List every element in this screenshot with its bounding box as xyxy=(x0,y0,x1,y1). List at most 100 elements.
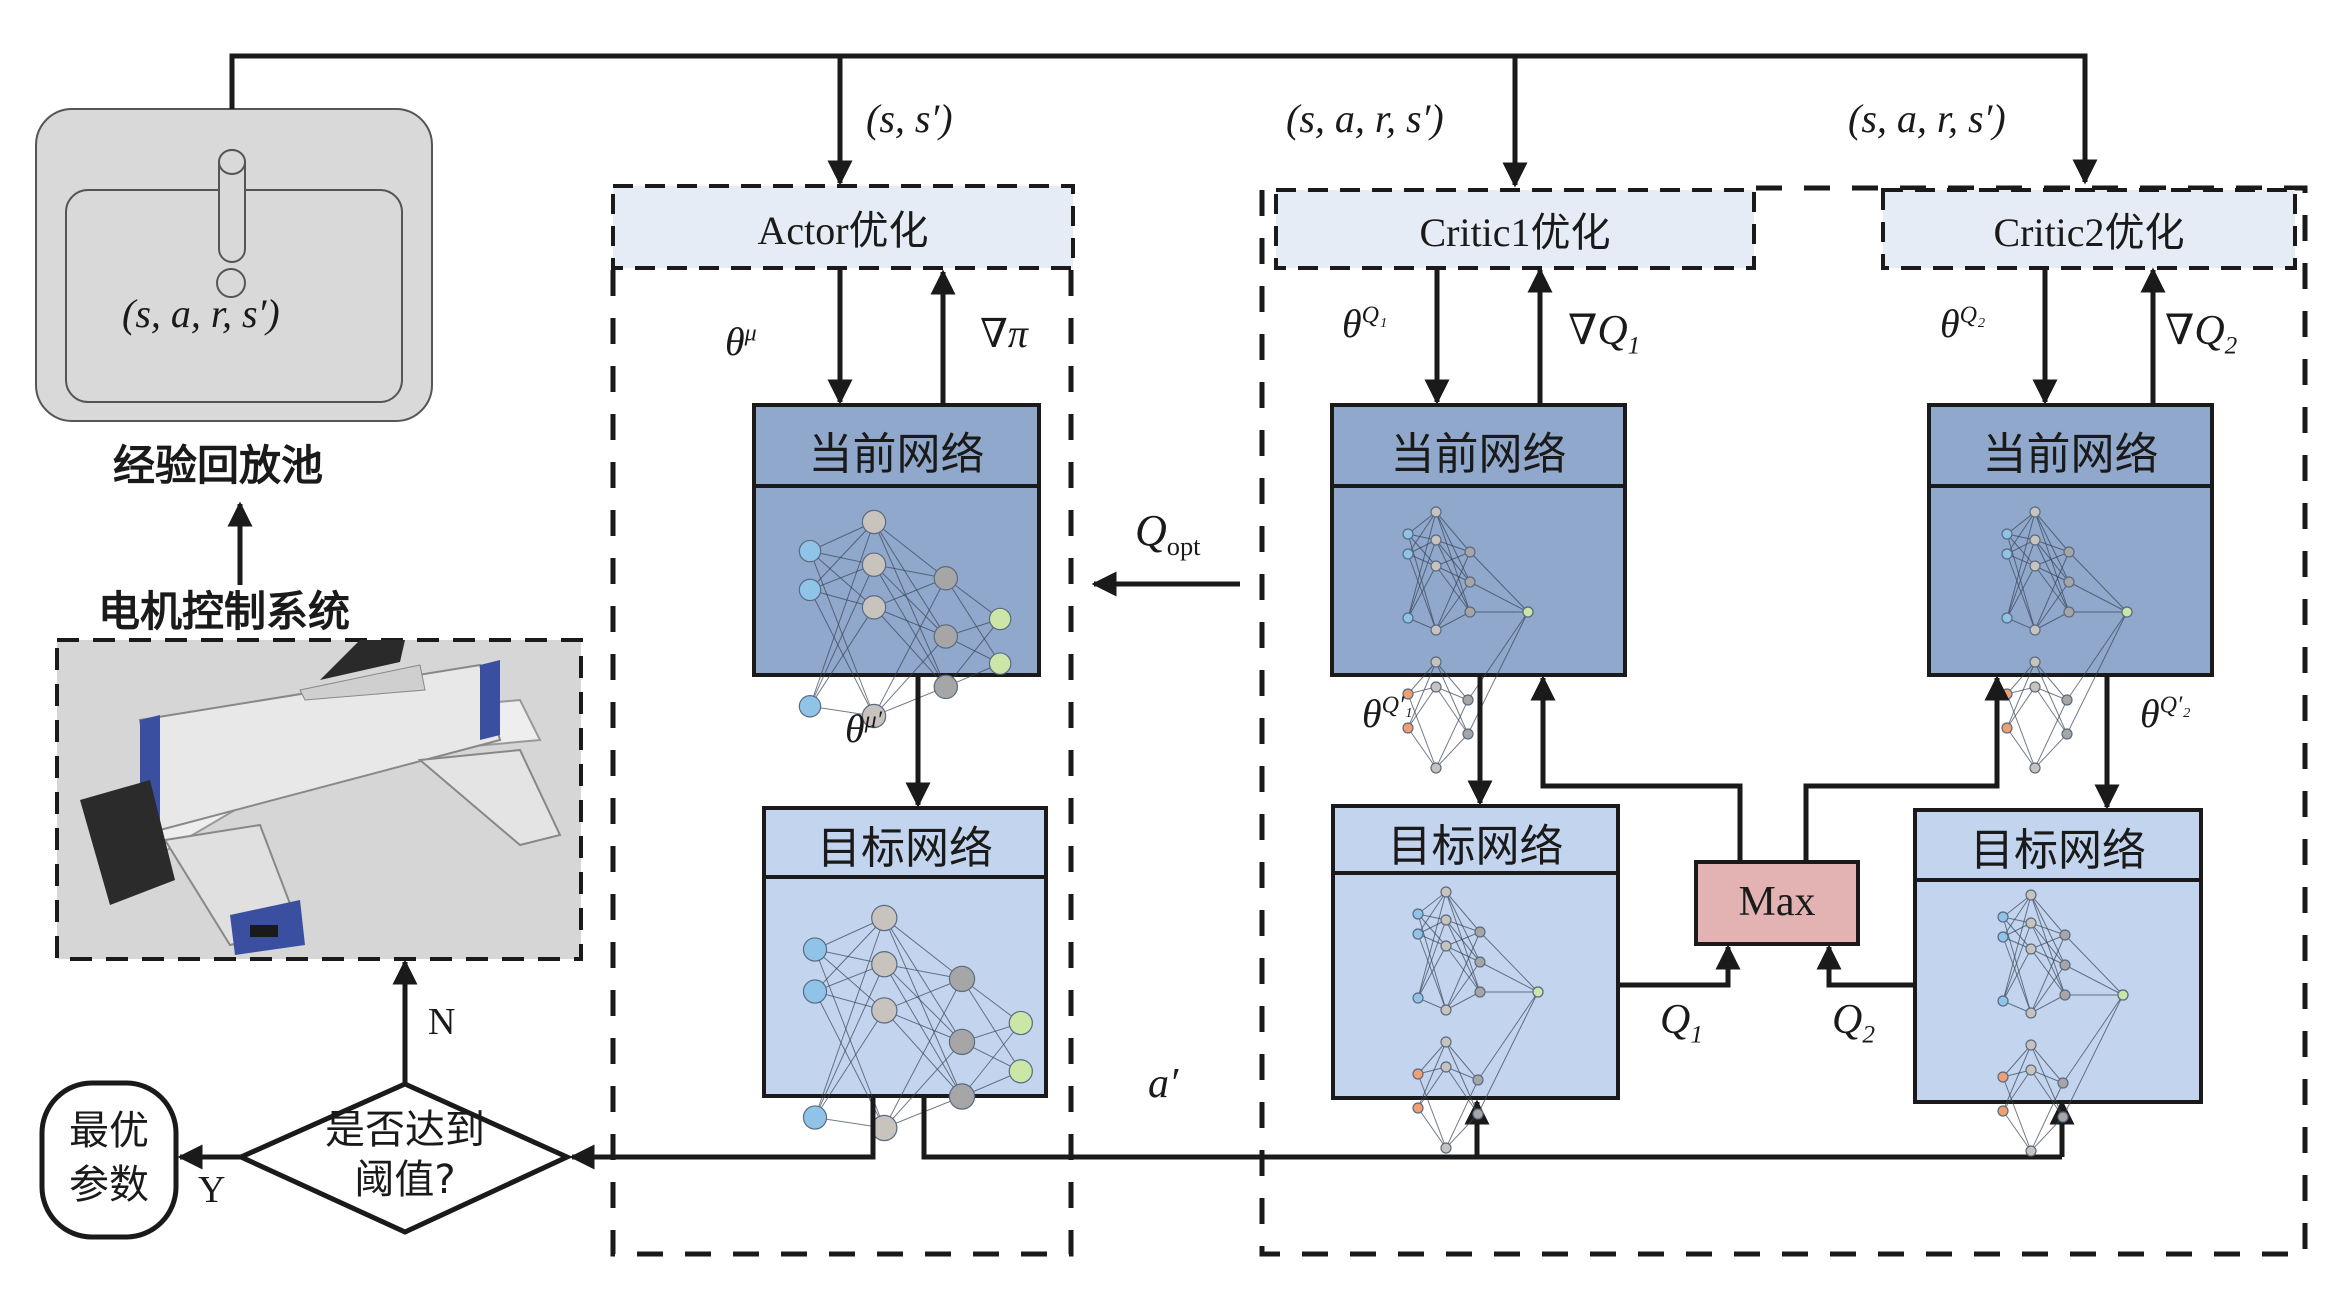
line-q2-to-max xyxy=(1816,944,1915,988)
nn-edge xyxy=(1417,913,1447,947)
theta-sup: Q′₂ xyxy=(2159,692,2191,719)
gantry-robot-image xyxy=(80,640,562,955)
nn-edge xyxy=(1435,511,1471,553)
nn-input-node xyxy=(1412,908,1424,920)
nn-edge xyxy=(1407,727,1437,769)
nn-edge xyxy=(2034,686,2068,701)
nn-edge xyxy=(2030,1069,2064,1084)
q-sub: 1 xyxy=(1690,1021,1703,1049)
nn-edge xyxy=(2030,948,2066,996)
nn-hidden-node xyxy=(1440,886,1452,898)
nn-edge xyxy=(1435,686,1469,735)
nn-hidden-node xyxy=(1464,546,1476,558)
nn-edge xyxy=(2034,581,2070,631)
actor-target-nn-graphic xyxy=(802,904,1033,1142)
nn-hidden-node xyxy=(1440,1004,1452,1016)
nn-edge xyxy=(961,1022,1022,1097)
nn-edge xyxy=(1445,919,1481,933)
decision-no-label: N xyxy=(428,1001,456,1043)
nn-edge xyxy=(1445,1041,1479,1081)
critic2-current-network xyxy=(1927,403,2214,677)
nn-hidden-node xyxy=(2063,576,2075,588)
grad-sub: 2 xyxy=(2224,332,2238,360)
nn-edge xyxy=(2002,894,2032,1002)
nn-edge xyxy=(883,1041,963,1129)
theta-sup: Q′₁ xyxy=(1381,692,1413,719)
nn-edge xyxy=(2030,1044,2064,1118)
nn-edge xyxy=(1445,1113,1479,1149)
nn-hidden-node xyxy=(1440,1061,1452,1073)
nn-edge xyxy=(1407,511,1437,555)
nn-hidden-node xyxy=(2029,506,2041,518)
nn-edge xyxy=(2006,511,2036,555)
nn-edge xyxy=(1407,661,1437,695)
decision-line1: 是否达到 xyxy=(325,1107,485,1153)
nn-hidden-node xyxy=(933,674,959,700)
nn-hidden-node xyxy=(2025,1007,2037,1019)
nn-edge xyxy=(2030,922,2066,966)
decision-diamond xyxy=(234,1081,574,1235)
critic2-current-nn-graphic xyxy=(2001,506,2133,774)
nn-edge xyxy=(809,607,875,707)
nn-edge xyxy=(2030,894,2066,966)
line-target-to-decision xyxy=(569,1096,876,1170)
nn-edge xyxy=(883,917,963,1043)
nn-edge xyxy=(2030,1082,2064,1152)
critic2-input-label: (s, a, r, s′) xyxy=(1848,96,2006,141)
nn-edge xyxy=(2034,611,2070,631)
nn-edge xyxy=(1469,581,1529,613)
nn-edge xyxy=(1417,945,1447,999)
nn-edge xyxy=(873,606,946,637)
q-sub: 2 xyxy=(1862,1021,1875,1049)
nn-edge xyxy=(2006,511,2036,535)
grad-q2-label: ∇Q2 xyxy=(2165,305,2237,360)
nn-edge xyxy=(2006,686,2036,729)
nn-edge xyxy=(1435,539,1471,613)
grad-symbol: ∇Q xyxy=(1568,308,1628,354)
nn-input-node xyxy=(802,937,828,962)
grad-symbol: ∇Q xyxy=(2165,308,2225,354)
theta-symbol: θ xyxy=(1342,301,1362,346)
q1-out-label: Q1 xyxy=(1660,996,1703,1049)
nn-edge xyxy=(1479,961,1539,993)
actor-input-label: (s, s′) xyxy=(866,96,953,141)
critic1-current-nn-graphic xyxy=(1402,506,1534,774)
nn-edge xyxy=(2062,994,2124,1084)
nn-edge xyxy=(1407,693,1437,769)
nn-hidden-node xyxy=(1474,926,1486,938)
nn-edge xyxy=(945,577,1001,664)
nn-edge xyxy=(1417,919,1447,999)
nn-hidden-node xyxy=(2059,959,2071,971)
theta-sup: μ′ xyxy=(864,707,882,734)
actor-current-label: 当前网络 xyxy=(808,429,985,480)
nn-edge xyxy=(961,978,1022,1072)
theta-symbol: θ xyxy=(725,319,745,364)
nn-hidden-node xyxy=(1474,956,1486,968)
nn-hidden-node xyxy=(1462,694,1474,706)
line-q1-to-max xyxy=(1618,944,1741,988)
nn-edge xyxy=(2030,948,2066,966)
nn-edge xyxy=(2002,1044,2032,1078)
nn-action-node xyxy=(1402,722,1414,734)
nn-hidden-node xyxy=(871,997,898,1024)
nn-edge xyxy=(883,963,963,1043)
nn-edge xyxy=(2030,894,2066,996)
nn-edge xyxy=(1435,611,1471,631)
a-prime-label: a′ xyxy=(1148,1061,1179,1107)
nn-hidden-node xyxy=(1440,940,1452,952)
nn-edge xyxy=(1435,551,1471,567)
critic1-current-label: 当前网络 xyxy=(1390,429,1567,480)
nn-edge xyxy=(1435,581,1471,631)
nn-edge xyxy=(2034,661,2068,701)
nn-edge xyxy=(2002,1076,2032,1152)
nn-output-node xyxy=(1522,606,1534,618)
nn-edge xyxy=(1445,891,1481,963)
nn-edge xyxy=(1445,931,1481,1011)
nn-hidden-node xyxy=(2029,560,2041,572)
nn-edge xyxy=(814,917,885,1118)
nn-edge xyxy=(873,577,946,608)
nn-output-node xyxy=(2117,989,2129,1001)
nn-edge xyxy=(1445,919,1481,963)
nn-edge xyxy=(1445,945,1481,963)
nn-edge xyxy=(1435,511,1471,613)
